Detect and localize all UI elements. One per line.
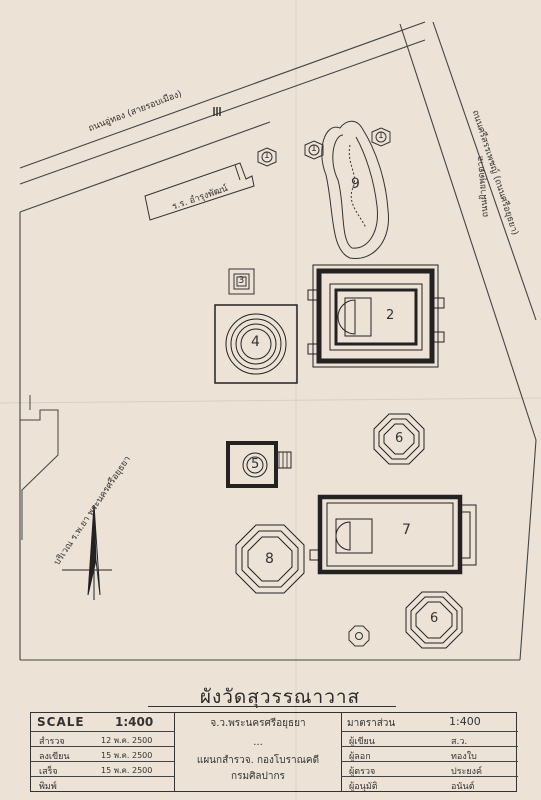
structure-4 [214,304,298,384]
row-line [341,761,518,762]
label-5: 5 [251,457,260,472]
row-name: ทองใบ [451,752,477,762]
scale-value: 1:400 [115,715,154,729]
right-scale-value: 1:400 [449,715,481,728]
divider [341,713,342,791]
row-date: 15 พ.ค. 2500 [101,766,153,775]
label-1c: 1 [378,131,384,141]
right-scale-label: มาตราส่วน [347,718,396,729]
dash-marks [213,107,221,116]
structure-3 [228,268,255,295]
row-line [31,776,174,777]
structure-6-lower [405,591,463,649]
row-line [341,731,518,732]
row-name: ส.ว. [451,737,468,747]
row-line [31,761,174,762]
row-label: ลงเขียน [39,752,70,762]
marker-1-group [257,127,391,167]
small-stupa [348,625,370,647]
row-date: 12 พ.ค. 2500 [101,736,153,745]
structure-7 [309,494,477,575]
row-line [341,746,518,747]
title-block: SCALE 1:400 สำรวจ 12 พ.ค. 2500 ลงเขียน 1… [30,712,518,792]
west-building [20,395,59,540]
label-4: 4 [251,334,260,350]
row-line [31,746,174,747]
north-road [19,21,426,185]
label-1a: 1 [264,151,270,161]
row-date: 15 พ.ค. 2500 [101,751,153,760]
label-2: 2 [386,308,395,323]
row-label: ผู้ตรวจ [349,767,376,777]
structure-5 [226,441,292,488]
divider [174,713,175,791]
label-7: 7 [402,522,411,538]
title-underline [148,706,396,707]
plan-title: ผังวัดสุวรรณาวาส [199,686,361,708]
label-9: 9 [351,176,360,192]
scale-label: SCALE [37,715,85,729]
school-building [144,162,255,221]
row-label: สำรวจ [39,737,65,747]
paper-fold [0,397,541,404]
row-label: ผู้เขียน [349,737,375,747]
structure-2 [307,264,445,368]
row-label: ผู้ลอก [349,752,371,762]
pond-9 [321,120,390,259]
structure-8 [235,524,305,594]
row-name: ประยงค์ [451,767,483,777]
label-3: 3 [238,275,245,286]
label-1b: 1 [311,144,317,154]
office-name: จ.ว.พระนครศรีอยุธยา [210,718,306,729]
row-label: พิมพ์ [39,782,57,792]
site-boundary [19,21,537,661]
department-2: กรมศิลปากร [231,771,285,782]
label-8: 8 [265,551,274,567]
label-6-upper: 6 [395,431,404,446]
row-line [31,731,174,732]
label-6-lower: 6 [430,611,439,626]
row-line [341,776,518,777]
row-label: เสร็จ [39,767,58,777]
separator-dots: ... [253,737,263,748]
structure-6-upper [373,413,425,465]
north-arrow-icon [62,504,112,600]
department-1: แผนกสำรวจ. กองโบราณคดี [196,755,320,766]
row-name: อนันต์ [451,782,475,792]
row-label: ผู้อนุมัติ [349,782,378,792]
